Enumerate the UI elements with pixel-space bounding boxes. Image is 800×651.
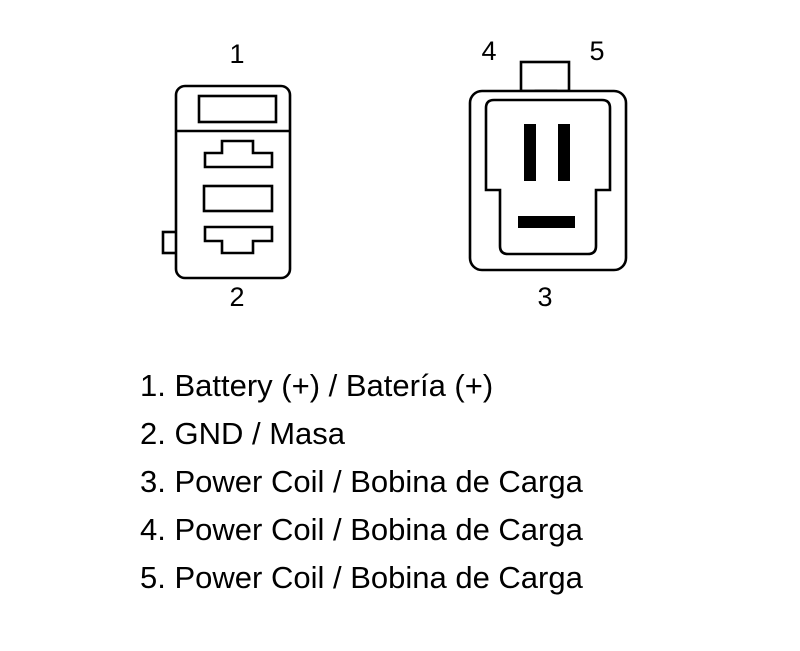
pin-legend: 1. Battery (+) / Batería (+) 2. GND / Ma…	[140, 362, 760, 602]
stepped-slot-upper	[203, 139, 274, 169]
pin-1-label: 1	[229, 39, 245, 69]
legend-item-power-coil-5: 5. Power Coil / Bobina de Carga	[140, 560, 583, 595]
legend-item-battery: 1. Battery (+) / Batería (+)	[140, 368, 494, 403]
legend-item-power-coil-4: 4. Power Coil / Bobina de Carga	[140, 512, 583, 547]
connector-left-drawing	[161, 84, 292, 280]
connector-left-outline	[174, 84, 292, 280]
connector-right-latch-tab	[519, 60, 571, 93]
pin-1-slot	[197, 94, 278, 124]
connector-right-drawing	[468, 60, 628, 272]
pin-5-contact	[558, 124, 570, 181]
pin-4-label: 4	[481, 36, 497, 66]
stepped-slot-lower	[203, 225, 274, 255]
pin-4-contact	[524, 124, 536, 181]
legend-item-gnd: 2. GND / Masa	[140, 416, 345, 451]
pin-2-label: 2	[229, 282, 245, 312]
pin-3-label: 3	[537, 282, 553, 312]
connector-right-cavity	[484, 98, 612, 256]
pin-5-label: 5	[589, 36, 605, 66]
pin-3-contact	[518, 216, 575, 228]
middle-slot	[202, 184, 274, 213]
legend-item-power-coil-3: 3. Power Coil / Bobina de Carga	[140, 464, 583, 499]
connector-drawings	[161, 60, 628, 280]
